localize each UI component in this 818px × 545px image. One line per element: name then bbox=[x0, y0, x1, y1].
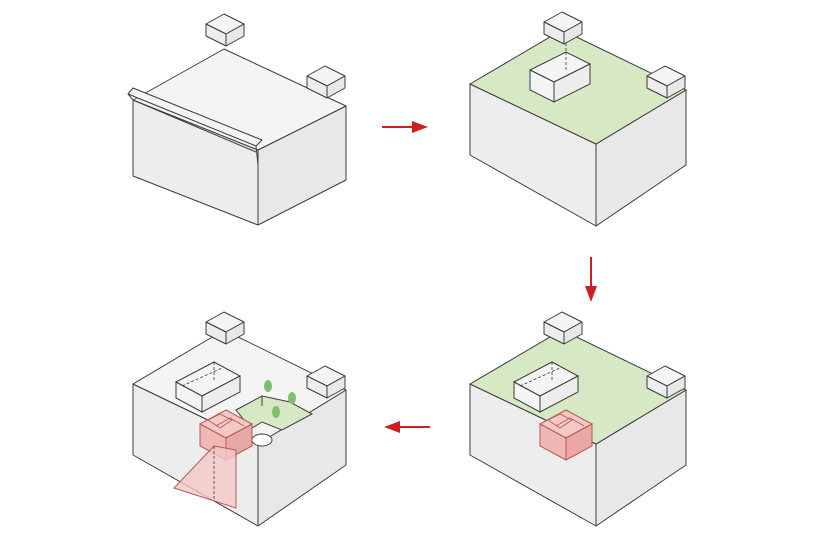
panel-1-chimney-left bbox=[205, 13, 245, 47]
panel-2-chimney-right bbox=[646, 65, 686, 99]
arrow-right bbox=[382, 121, 428, 133]
panel-1 bbox=[127, 13, 347, 226]
arrow-left bbox=[384, 421, 430, 433]
panel-3 bbox=[468, 311, 688, 527]
panel-1-top-face bbox=[132, 48, 347, 151]
panel-4-chimney-left bbox=[205, 311, 245, 345]
panel-2-roof-volume bbox=[528, 38, 592, 103]
panel-2 bbox=[468, 11, 688, 227]
panel-3-chimney-right bbox=[646, 365, 686, 399]
panel-3-chimney-left bbox=[543, 311, 583, 345]
panel-3-pink-volume bbox=[538, 409, 594, 461]
panel-4-roof-volume bbox=[174, 361, 242, 413]
tree-icon bbox=[264, 380, 296, 418]
panel-4-chimney-right bbox=[306, 365, 346, 399]
panel-4-circle-feature bbox=[251, 433, 273, 447]
arrow-down bbox=[585, 257, 597, 302]
panel-4-cone bbox=[173, 445, 237, 509]
panel-3-roof-volume bbox=[512, 361, 580, 413]
panel-1-chimney-right bbox=[306, 65, 346, 99]
panel-4 bbox=[132, 311, 347, 527]
panel-1-cornice bbox=[127, 87, 263, 147]
panel-2-chimney-left bbox=[543, 11, 583, 45]
